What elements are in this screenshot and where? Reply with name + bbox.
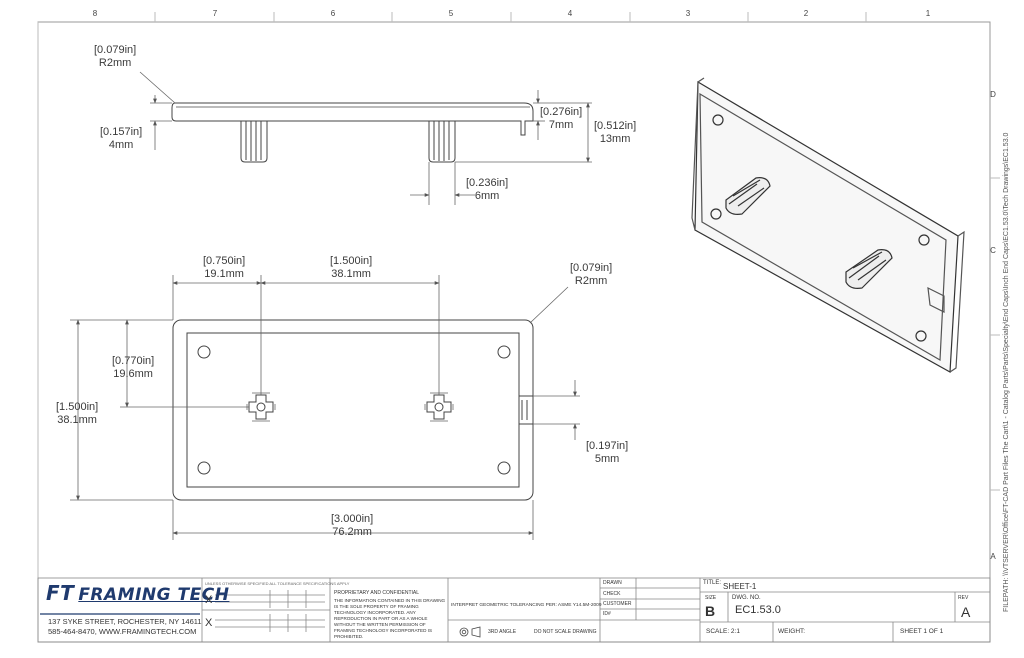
- sheet-count: SHEET 1 OF 1: [900, 628, 944, 635]
- approval-drawn: DRAWN: [603, 580, 622, 586]
- zone-label-5: 5: [448, 9, 454, 18]
- side-post-right: [428, 121, 456, 163]
- scale-value: SCALE: 2:1: [706, 628, 740, 635]
- side-view: [171, 102, 534, 163]
- gdt-note: INTERPRET GEOMETRIC TOLERANCING PER: ASM…: [451, 603, 602, 608]
- dim-side-overall-height: [0.512in]13mm: [594, 120, 637, 145]
- side-post-left: [240, 121, 268, 163]
- sheet-border: [37, 21, 991, 643]
- tolerance-heading: UNLESS OTHERWISE SPECIFIED ALL TOLERANCE…: [205, 581, 350, 586]
- weight-label: WEIGHT:: [778, 628, 806, 635]
- dim-top-notch: [0.197in]5mm: [586, 440, 629, 465]
- cross-post-left: [246, 392, 276, 422]
- proprietary-title: PROPRIETARY AND CONFIDENTIAL: [334, 590, 420, 596]
- dim-side-lip-thickness: [0.157in]4mm: [100, 126, 143, 151]
- zone-label-d: D: [990, 90, 996, 99]
- iso-hole: [710, 208, 722, 220]
- zone-label-8: 8: [92, 9, 98, 18]
- rev-label: REV: [958, 595, 969, 601]
- dim-top-corner-radius: [0.079in]R2mm: [570, 262, 613, 287]
- zone-label-4: 4: [567, 9, 573, 18]
- iso-hole: [712, 114, 724, 126]
- tolerance-mark-2: X: [205, 617, 213, 629]
- approval-check: CHECK: [603, 591, 621, 597]
- company-address: 137 SYKE STREET, ROCHESTER, NY 14611: [48, 617, 202, 626]
- cross-post-right: [424, 392, 454, 422]
- dim-top-post-height-offset: [0.770in]19.6mm: [112, 355, 155, 380]
- company-contact: 585-464-8470, WWW.FRAMINGTECH.COM: [48, 627, 197, 636]
- iso-plate: [694, 80, 959, 373]
- zone-ticks: [154, 12, 1000, 491]
- size-value: B: [705, 603, 716, 619]
- file-path: FILEPATH: \\VTSERVER\Office\FT-CAD Part …: [1003, 132, 1010, 612]
- dim-top-overall-height: [1.500in]38.1mm: [56, 401, 99, 426]
- tolerance-mark-1: X: [205, 594, 213, 606]
- dwg-no-label: DWG. NO.: [732, 595, 761, 601]
- dim-top-post-spacing: [1.500in]38.1mm: [330, 255, 373, 280]
- cap-outline: [172, 319, 534, 501]
- iso-hole: [918, 234, 930, 246]
- dim-side-post-width: [0.236in]6mm: [466, 177, 509, 202]
- zone-label-1: 1: [925, 9, 931, 18]
- isometric-view: [691, 77, 965, 373]
- top-view: [172, 319, 534, 501]
- proprietary-body: THE INFORMATION CONTAINED IN THIS DRAWIN…: [334, 598, 446, 639]
- cap-profile: [171, 102, 534, 136]
- cap-notch: [518, 395, 534, 425]
- side-dimension-lines: [139, 71, 592, 205]
- iso-post-2: [845, 249, 893, 289]
- title-value: SHEET-1: [723, 582, 757, 591]
- top-dimension-lines: [70, 275, 580, 540]
- size-label: SIZE: [705, 595, 717, 601]
- angle-note: 3RD ANGLE: [488, 629, 517, 635]
- corner-hole: [197, 345, 211, 359]
- approval-customer: CUSTOMER: [603, 601, 632, 607]
- do-not-scale-note: DO NOT SCALE DRAWING: [534, 629, 597, 635]
- iso-hole: [915, 330, 927, 342]
- rev-value: A: [961, 604, 971, 620]
- corner-hole: [497, 461, 511, 475]
- zone-label-7: 7: [212, 9, 218, 18]
- iso-post-1: [725, 177, 771, 215]
- zone-label-6: 6: [330, 9, 336, 18]
- corner-hole: [497, 345, 511, 359]
- dim-side-radius: [0.079in]R2mm: [94, 44, 137, 69]
- cap-inner-edge: [186, 332, 520, 488]
- zone-label-c: C: [990, 246, 996, 255]
- dim-top-post-offset: [0.750in]19.1mm: [203, 255, 246, 280]
- dim-side-tab-depth: [0.276in]7mm: [540, 106, 583, 131]
- zone-label-2: 2: [803, 9, 809, 18]
- title-block: [37, 577, 991, 643]
- zone-label-3: 3: [685, 9, 691, 18]
- iso-inner-edge: [699, 92, 947, 362]
- approval-id: ID#: [603, 611, 611, 617]
- third-angle-symbol: [459, 626, 481, 638]
- dwg-no-value: EC1.53.0: [735, 604, 781, 616]
- title-label: TITLE:: [703, 580, 722, 586]
- dim-top-overall-width: [3.000in]76.2mm: [331, 513, 374, 538]
- zone-label-a: A: [990, 552, 996, 561]
- corner-hole: [197, 461, 211, 475]
